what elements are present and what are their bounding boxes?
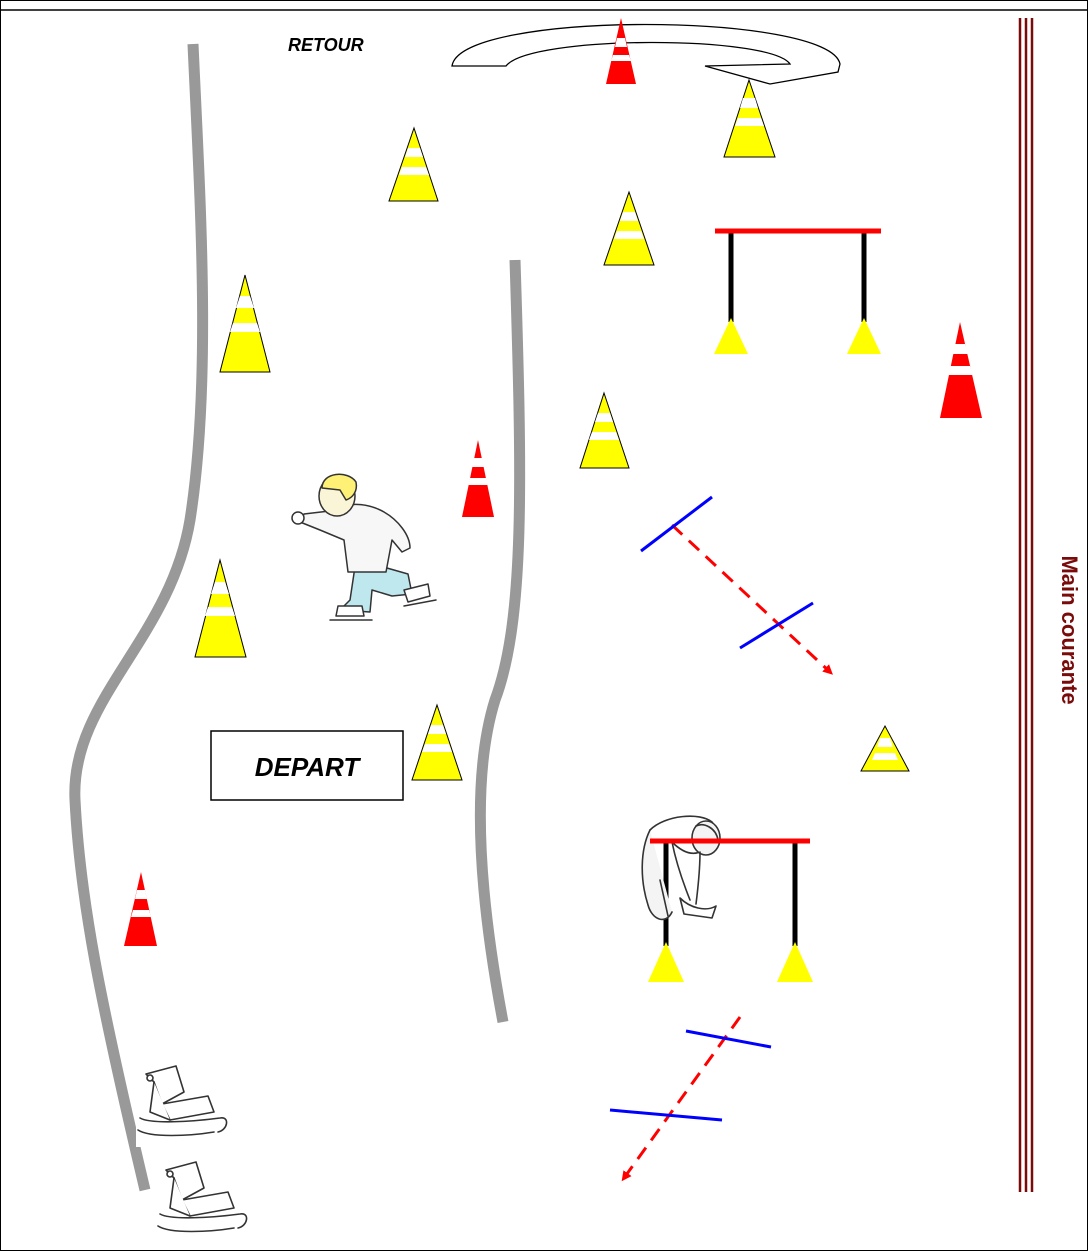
- traffic-cone-icon: [412, 705, 462, 780]
- blue-line-3: [686, 1031, 771, 1047]
- blue-line-2: [740, 603, 813, 648]
- traffic-cone-icon: [648, 942, 684, 982]
- sled-icon: [136, 1062, 227, 1147]
- traffic-cone-icon: [847, 318, 881, 354]
- blue-line-1: [641, 497, 712, 551]
- traffic-cone-icon: [724, 80, 775, 157]
- dashed-arrow-icon: [672, 525, 830, 672]
- traffic-cone-icon: [220, 275, 270, 372]
- cones: [124, 18, 982, 946]
- traffic-cone-icon: [714, 318, 748, 354]
- traffic-cone-icon: [861, 726, 909, 771]
- traffic-cone-icon: [604, 192, 654, 265]
- handrail: [1020, 18, 1032, 1192]
- depart-label: DEPART: [255, 752, 362, 782]
- bending-skater-icon: [642, 816, 720, 919]
- traffic-cone-icon: [195, 560, 246, 657]
- left-path-line: [75, 44, 203, 1190]
- retour-label: RETOUR: [288, 35, 364, 55]
- dashed-arrow-icon: [624, 1017, 740, 1178]
- traffic-cone-icon: [580, 393, 629, 468]
- traffic-cone-icon: [389, 128, 438, 201]
- traffic-cone-icon: [777, 942, 813, 982]
- hurdle-top: [714, 231, 881, 354]
- traffic-cone-icon: [124, 872, 157, 946]
- skater-icon: [292, 474, 436, 620]
- curved-arrow-icon: [452, 25, 840, 85]
- middle-path-line: [480, 260, 519, 1022]
- traffic-cone-icon: [462, 440, 494, 517]
- handrail-label: Main courante: [1057, 555, 1082, 704]
- sled-icon: [158, 1162, 247, 1232]
- traffic-cone-icon: [940, 322, 982, 418]
